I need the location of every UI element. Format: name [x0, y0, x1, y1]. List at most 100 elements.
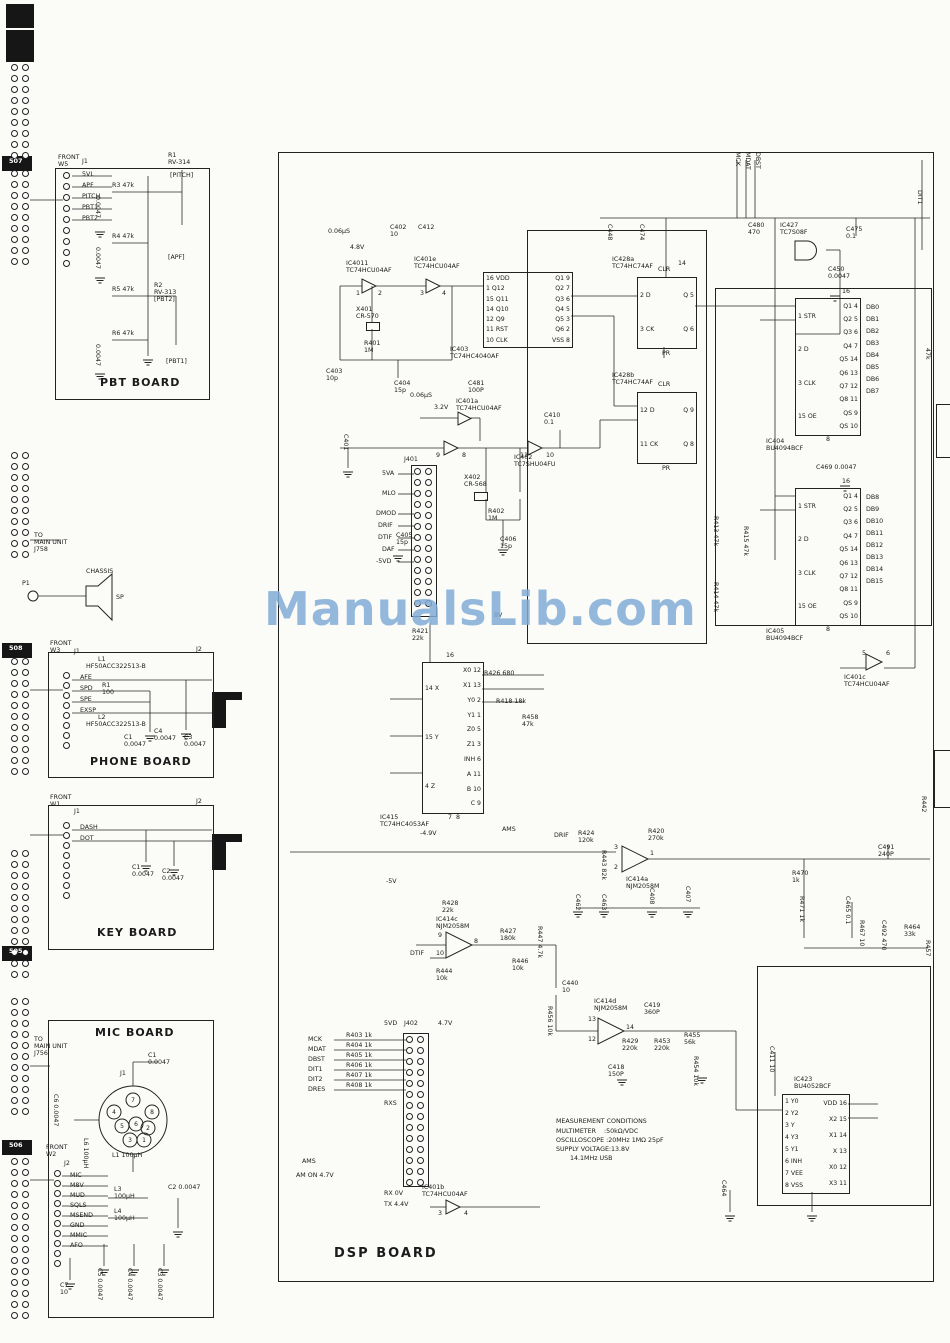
mic-board-title: MIC BOARD — [95, 1026, 175, 1039]
connector-pin — [417, 1036, 424, 1043]
left-rail-label: P1 — [22, 580, 30, 587]
dsp-analog-label: R428 22k — [442, 900, 459, 915]
phone-board-label: R1 100 — [102, 682, 115, 697]
left-rail-label: 506 — [9, 1141, 23, 1149]
dsp-analog-label: R427 180k — [500, 928, 517, 943]
dsp-osc-label: 11 — [520, 452, 529, 459]
connector-pin — [11, 680, 18, 687]
connector-pin — [11, 1268, 18, 1275]
mic-board-label: J1 — [120, 1070, 126, 1077]
connector-pin — [414, 556, 421, 563]
connector-pin — [11, 861, 18, 868]
connector-pin — [11, 1246, 18, 1253]
dsp-osc-label: IC4011 TC74HCU04AF — [346, 260, 392, 275]
connector-pin — [11, 1053, 18, 1060]
connector-pin — [11, 119, 18, 126]
connector-pin — [22, 746, 29, 753]
dsp-analog-label: J401 — [404, 456, 418, 463]
connector-pin — [63, 832, 70, 839]
dsp-digital-label: DB10 — [866, 518, 884, 525]
dsp-analog-label: DMOD — [376, 510, 397, 517]
connector-pin — [406, 1157, 413, 1164]
connector-pin — [414, 534, 421, 541]
connector-pin — [414, 567, 421, 574]
connector-pin — [22, 894, 29, 901]
dsp-analog-label: C419 360P — [644, 1002, 661, 1017]
mic-j2-strip — [54, 1170, 63, 1267]
connector-pin — [414, 479, 421, 486]
dsp-analog-label: R447 4.7k — [536, 926, 544, 959]
connector-pin — [22, 927, 29, 934]
connector-pin — [63, 702, 70, 709]
connector-pin — [11, 496, 18, 503]
connector-pin — [22, 551, 29, 558]
connector-pin — [11, 905, 18, 912]
key-board-label: DASH — [80, 824, 98, 831]
connector-pin — [22, 1301, 29, 1308]
connector-pin — [63, 682, 70, 689]
connector-pin — [406, 1080, 413, 1087]
dsp-analog-label: DRIF — [554, 832, 569, 839]
dsp-digital-label: IC428a TC74HC74AF — [612, 256, 653, 271]
connector-pin — [11, 768, 18, 775]
connector-pin — [11, 971, 18, 978]
connector-pin — [54, 1180, 61, 1187]
connector-pin — [22, 971, 29, 978]
dsp-analog-label: C440 10 — [562, 980, 579, 995]
connector-pin — [22, 1064, 29, 1071]
connector-pin — [22, 1202, 29, 1209]
dsp-digital-label: IC404 BU4094BCF — [766, 438, 804, 453]
connector-pin — [22, 1290, 29, 1297]
dsp-digital-label: IC428b TC74HC74AF — [612, 372, 653, 387]
connector-pin — [22, 1235, 29, 1242]
connector-pin — [11, 916, 18, 923]
key-j1-strip — [63, 822, 72, 899]
connector-pin — [11, 225, 18, 232]
dsp-analog-label: R455 56k — [684, 1032, 701, 1047]
key-board-label: C1 0.0047 — [132, 864, 155, 879]
connector-pin — [11, 757, 18, 764]
connector-pin — [414, 490, 421, 497]
connector-pin — [417, 1124, 424, 1131]
connector-pin — [414, 545, 421, 552]
mic-board-label: C6 0.0047 — [52, 1094, 60, 1127]
dsp-digital-label: 14 — [678, 260, 687, 267]
connector-pin — [414, 589, 421, 596]
connector-pin — [11, 170, 18, 177]
dsp-digital-label: C474 — [638, 224, 646, 241]
dsp-analog-label: R458 47k — [522, 714, 539, 729]
connector-pin — [54, 1260, 61, 1267]
dsp-osc-label: IC401a TC74HCU04AF — [456, 398, 502, 413]
connector-pin — [406, 1124, 413, 1131]
connector-pin — [11, 872, 18, 879]
dsp-analog-label: DRIF — [378, 522, 393, 529]
dsp-digital-label: R457 — [924, 940, 932, 957]
pbt-board-label: APF — [82, 182, 94, 189]
connector-pin — [22, 152, 29, 159]
connector-pin — [11, 938, 18, 945]
mic-board-label: FRONT W2 — [46, 1144, 68, 1159]
connector-pin — [11, 540, 18, 547]
connector-pin — [22, 1097, 29, 1104]
connector-pin — [54, 1210, 61, 1217]
dsp-analog-label: IC414d NJM2058M — [594, 998, 628, 1013]
connector-pin — [11, 452, 18, 459]
dsp-io-label: J402 — [404, 1020, 418, 1027]
phone-board-label: EXSP — [80, 707, 97, 714]
connector-pin — [417, 1102, 424, 1109]
dsp-analog-label: R429 220k — [622, 1038, 639, 1053]
connector-pin — [22, 998, 29, 1005]
dsp-analog-label: IC414c NJM2058M — [436, 916, 470, 931]
connector-pin — [11, 203, 18, 210]
connector-pin — [63, 227, 70, 234]
connector-pin — [11, 474, 18, 481]
mic-board-label: GND — [70, 1222, 85, 1229]
dsp-io-label: DIT1 — [308, 1066, 323, 1073]
connector-pin — [425, 501, 432, 508]
connector-pin — [11, 927, 18, 934]
dsp-osc-label: 4.8V — [350, 244, 365, 251]
connector-pin — [63, 249, 70, 256]
connector-pin — [22, 1268, 29, 1275]
phone-board-title: PHONE BOARD — [90, 755, 192, 768]
